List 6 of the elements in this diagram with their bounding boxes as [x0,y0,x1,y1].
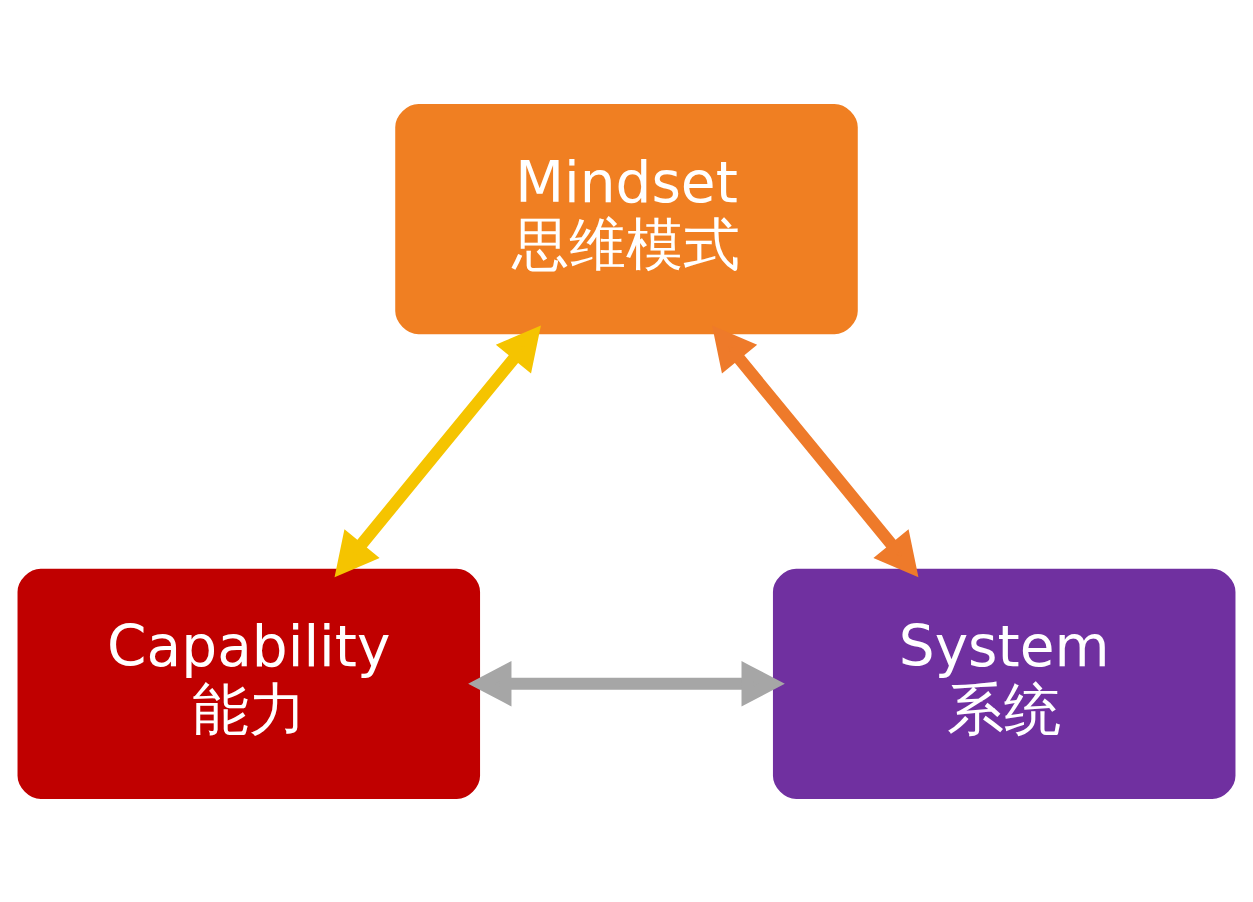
arrow [712,325,919,577]
arrow [334,325,541,577]
node-box: Capability 能力 [15,566,483,801]
node-box: Mindset 思维模式 [393,101,860,336]
arrow [468,660,785,707]
node-box: System 系统 [770,566,1238,801]
